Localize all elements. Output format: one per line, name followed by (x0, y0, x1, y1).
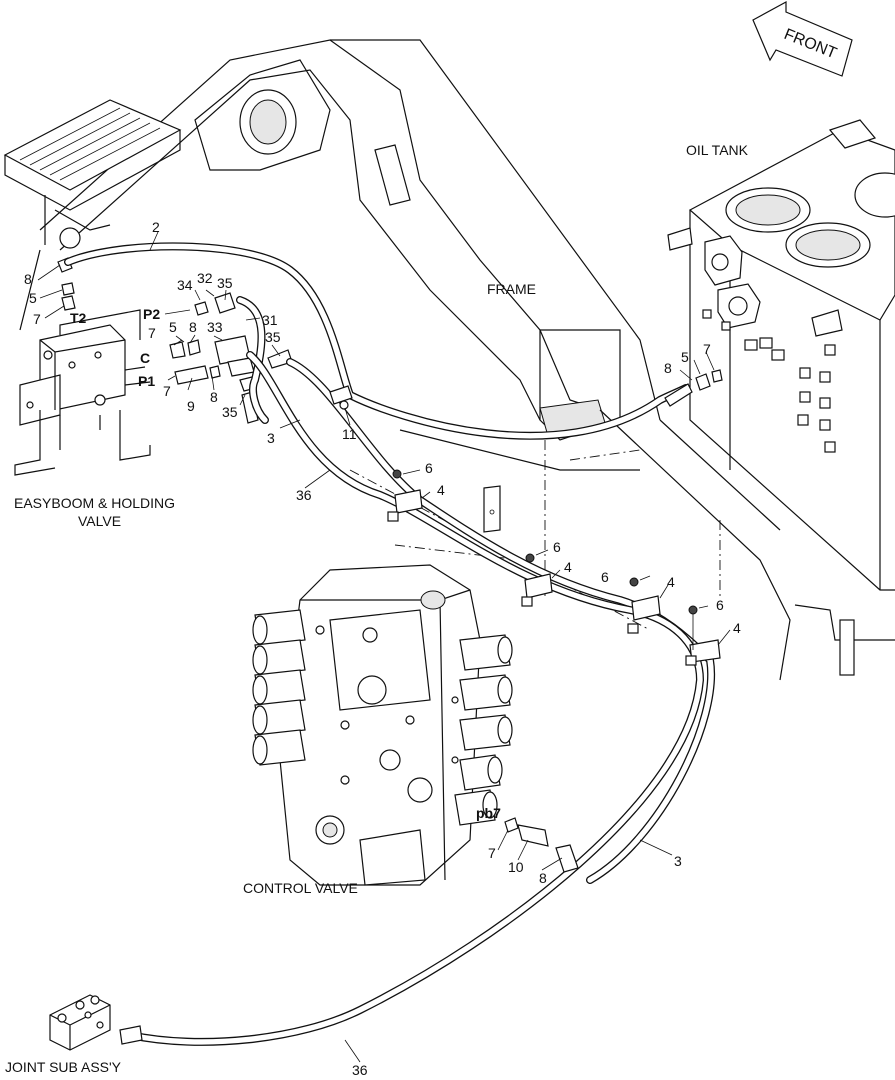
callout-8: 8 (24, 271, 32, 287)
callout-4: 4 (564, 559, 572, 575)
callout-4: 4 (733, 620, 741, 636)
callout-35: 35 (265, 329, 281, 345)
foot-pedal (3, 99, 182, 249)
callout-10: 10 (508, 859, 524, 875)
callout-31: 31 (262, 312, 278, 328)
callout-6: 6 (716, 597, 724, 613)
callout-7: 7 (703, 341, 711, 357)
callout-34: 34 (177, 277, 193, 293)
easyboom-valve (14, 309, 151, 476)
easyboom-fittings (57, 257, 293, 424)
leader-lines (37, 231, 731, 1063)
port-pb7: pb7 (476, 805, 501, 821)
callout-8: 8 (210, 389, 218, 405)
callout-5: 5 (681, 349, 689, 365)
hoses (64, 242, 716, 1046)
callout-8: 8 (189, 319, 197, 335)
callout-35: 35 (222, 404, 238, 420)
callout-8: 8 (664, 360, 672, 376)
callout-32: 32 (197, 270, 213, 286)
port-t2: T2 (70, 310, 87, 326)
control-valve-label: CONTROL VALVE (243, 880, 358, 896)
joint-sub-label: JOINT SUB ASS'Y (5, 1059, 122, 1075)
callout-6: 6 (601, 569, 609, 585)
callout-36: 36 (296, 487, 312, 503)
front-arrow: FRONT (752, 0, 853, 77)
control-valve (252, 564, 513, 886)
callout-7: 7 (33, 311, 41, 327)
callout-9: 9 (187, 398, 195, 414)
callout-2: 2 (152, 219, 160, 235)
callout-7: 7 (163, 383, 171, 399)
callout-6: 6 (425, 460, 433, 476)
port-p2: P2 (143, 306, 160, 322)
oil-tank (667, 119, 895, 676)
callout-35: 35 (217, 275, 233, 291)
callout-6: 6 (553, 539, 561, 555)
easyboom-label-1: EASYBOOM & HOLDING (14, 495, 175, 511)
callout-5: 5 (29, 290, 37, 306)
port-c: C (140, 350, 150, 366)
callout-7: 7 (488, 845, 496, 861)
clamps (387, 469, 721, 666)
callout-33: 33 (207, 319, 223, 335)
joint-sub-assy (49, 994, 111, 1051)
callout-4: 4 (667, 574, 675, 590)
tank-fittings (702, 309, 836, 453)
frame-label: FRAME (487, 281, 536, 297)
callout-11: 11 (342, 426, 357, 442)
callout-36: 36 (352, 1062, 368, 1078)
port-p1: P1 (138, 373, 155, 389)
callout-4: 4 (437, 482, 445, 498)
callout-8: 8 (539, 870, 547, 886)
oil-tank-label: OIL TANK (686, 142, 749, 158)
hose-fittings (119, 369, 723, 1045)
easyboom-label-2: VALVE (78, 513, 121, 529)
callout-5: 5 (169, 319, 177, 335)
callout-3: 3 (267, 430, 275, 446)
callout-3: 3 (674, 853, 682, 869)
callout-7: 7 (148, 325, 156, 341)
